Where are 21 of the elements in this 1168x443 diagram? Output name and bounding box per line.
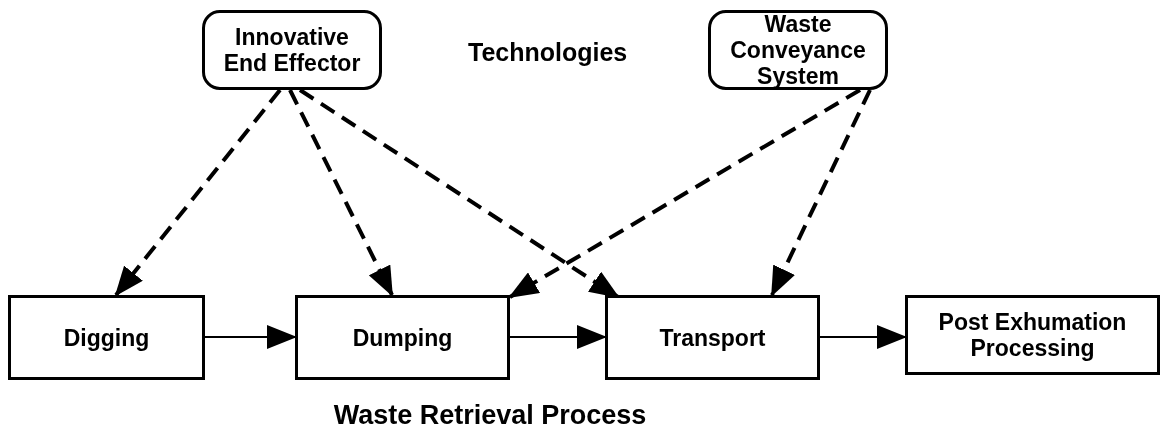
caption: Waste Retrieval Process — [332, 399, 648, 432]
node-text: Transport — [659, 324, 766, 351]
group-label: Technologies — [468, 37, 628, 68]
process-box — [905, 295, 1160, 375]
arrow — [204, 325, 297, 349]
technology-box — [708, 10, 888, 90]
node-text: Innovative End Effector — [222, 24, 362, 76]
process-box — [605, 295, 820, 380]
process-box — [8, 295, 205, 380]
arrow — [509, 325, 607, 349]
node-text: Digging — [63, 324, 150, 351]
arrow — [819, 325, 907, 349]
arrow — [770, 89, 872, 297]
arrow — [508, 88, 861, 299]
technology-box — [202, 10, 382, 90]
node-text: Waste Conveyance System — [729, 11, 867, 89]
node-text: Post Exhumation Processing — [937, 309, 1128, 361]
process-box — [295, 295, 510, 380]
arrow — [288, 89, 394, 297]
arrow — [114, 88, 282, 297]
node-text: Dumping — [352, 324, 453, 351]
